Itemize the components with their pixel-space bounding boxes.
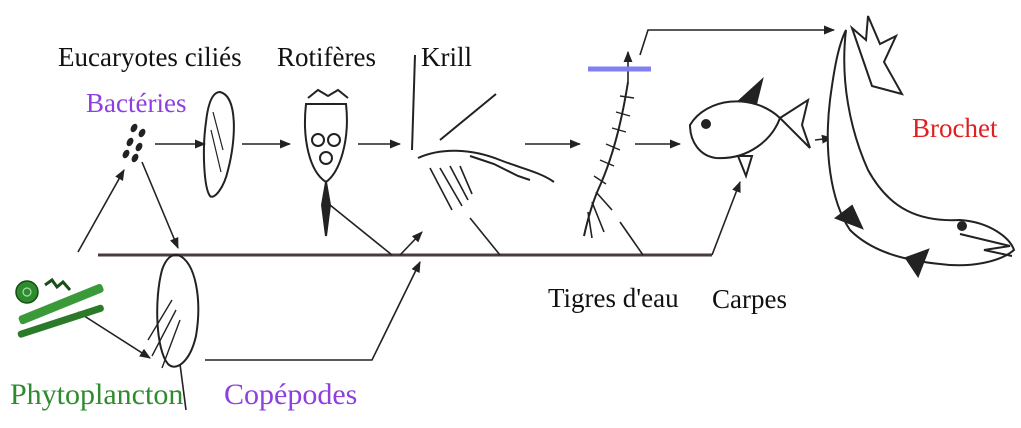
krill-icon bbox=[412, 55, 554, 210]
label-bacteries: Bactéries bbox=[86, 90, 186, 117]
label-phytoplancton: Phytoplancton bbox=[10, 380, 183, 410]
algae-cells-icon bbox=[16, 280, 105, 338]
arrow-phyto-bacteria bbox=[78, 170, 124, 252]
water-tiger-larva-icon bbox=[584, 82, 634, 238]
bacteria-icon bbox=[121, 123, 147, 164]
label-rotiferes: Rotifères bbox=[277, 44, 376, 71]
label-brochet: Brochet bbox=[912, 115, 997, 142]
ciliate-icon bbox=[204, 92, 234, 197]
label-tigres: Tigres d'eau bbox=[548, 285, 679, 312]
arrow-tiger-link bbox=[620, 222, 643, 255]
arrow-phyto-copepod bbox=[78, 312, 150, 358]
arrow-copepod-krill bbox=[205, 262, 420, 360]
label-eucaryotes: Eucaryotes ciliés bbox=[58, 44, 242, 71]
arrow-krill-link bbox=[470, 218, 500, 255]
label-copepodes: Copépodes bbox=[224, 380, 357, 410]
arrow-rotifer-link bbox=[330, 205, 392, 255]
arrow-tiger-pike bbox=[640, 30, 834, 55]
arrow-bacteria-copepod bbox=[142, 162, 178, 248]
label-krill: Krill bbox=[421, 44, 472, 71]
pike-fish-icon bbox=[828, 16, 1014, 276]
label-carpes: Carpes bbox=[712, 286, 787, 313]
arrow-link-krill bbox=[400, 232, 422, 255]
arrow-link-carp bbox=[712, 182, 740, 255]
carp-fish-icon bbox=[690, 80, 810, 176]
